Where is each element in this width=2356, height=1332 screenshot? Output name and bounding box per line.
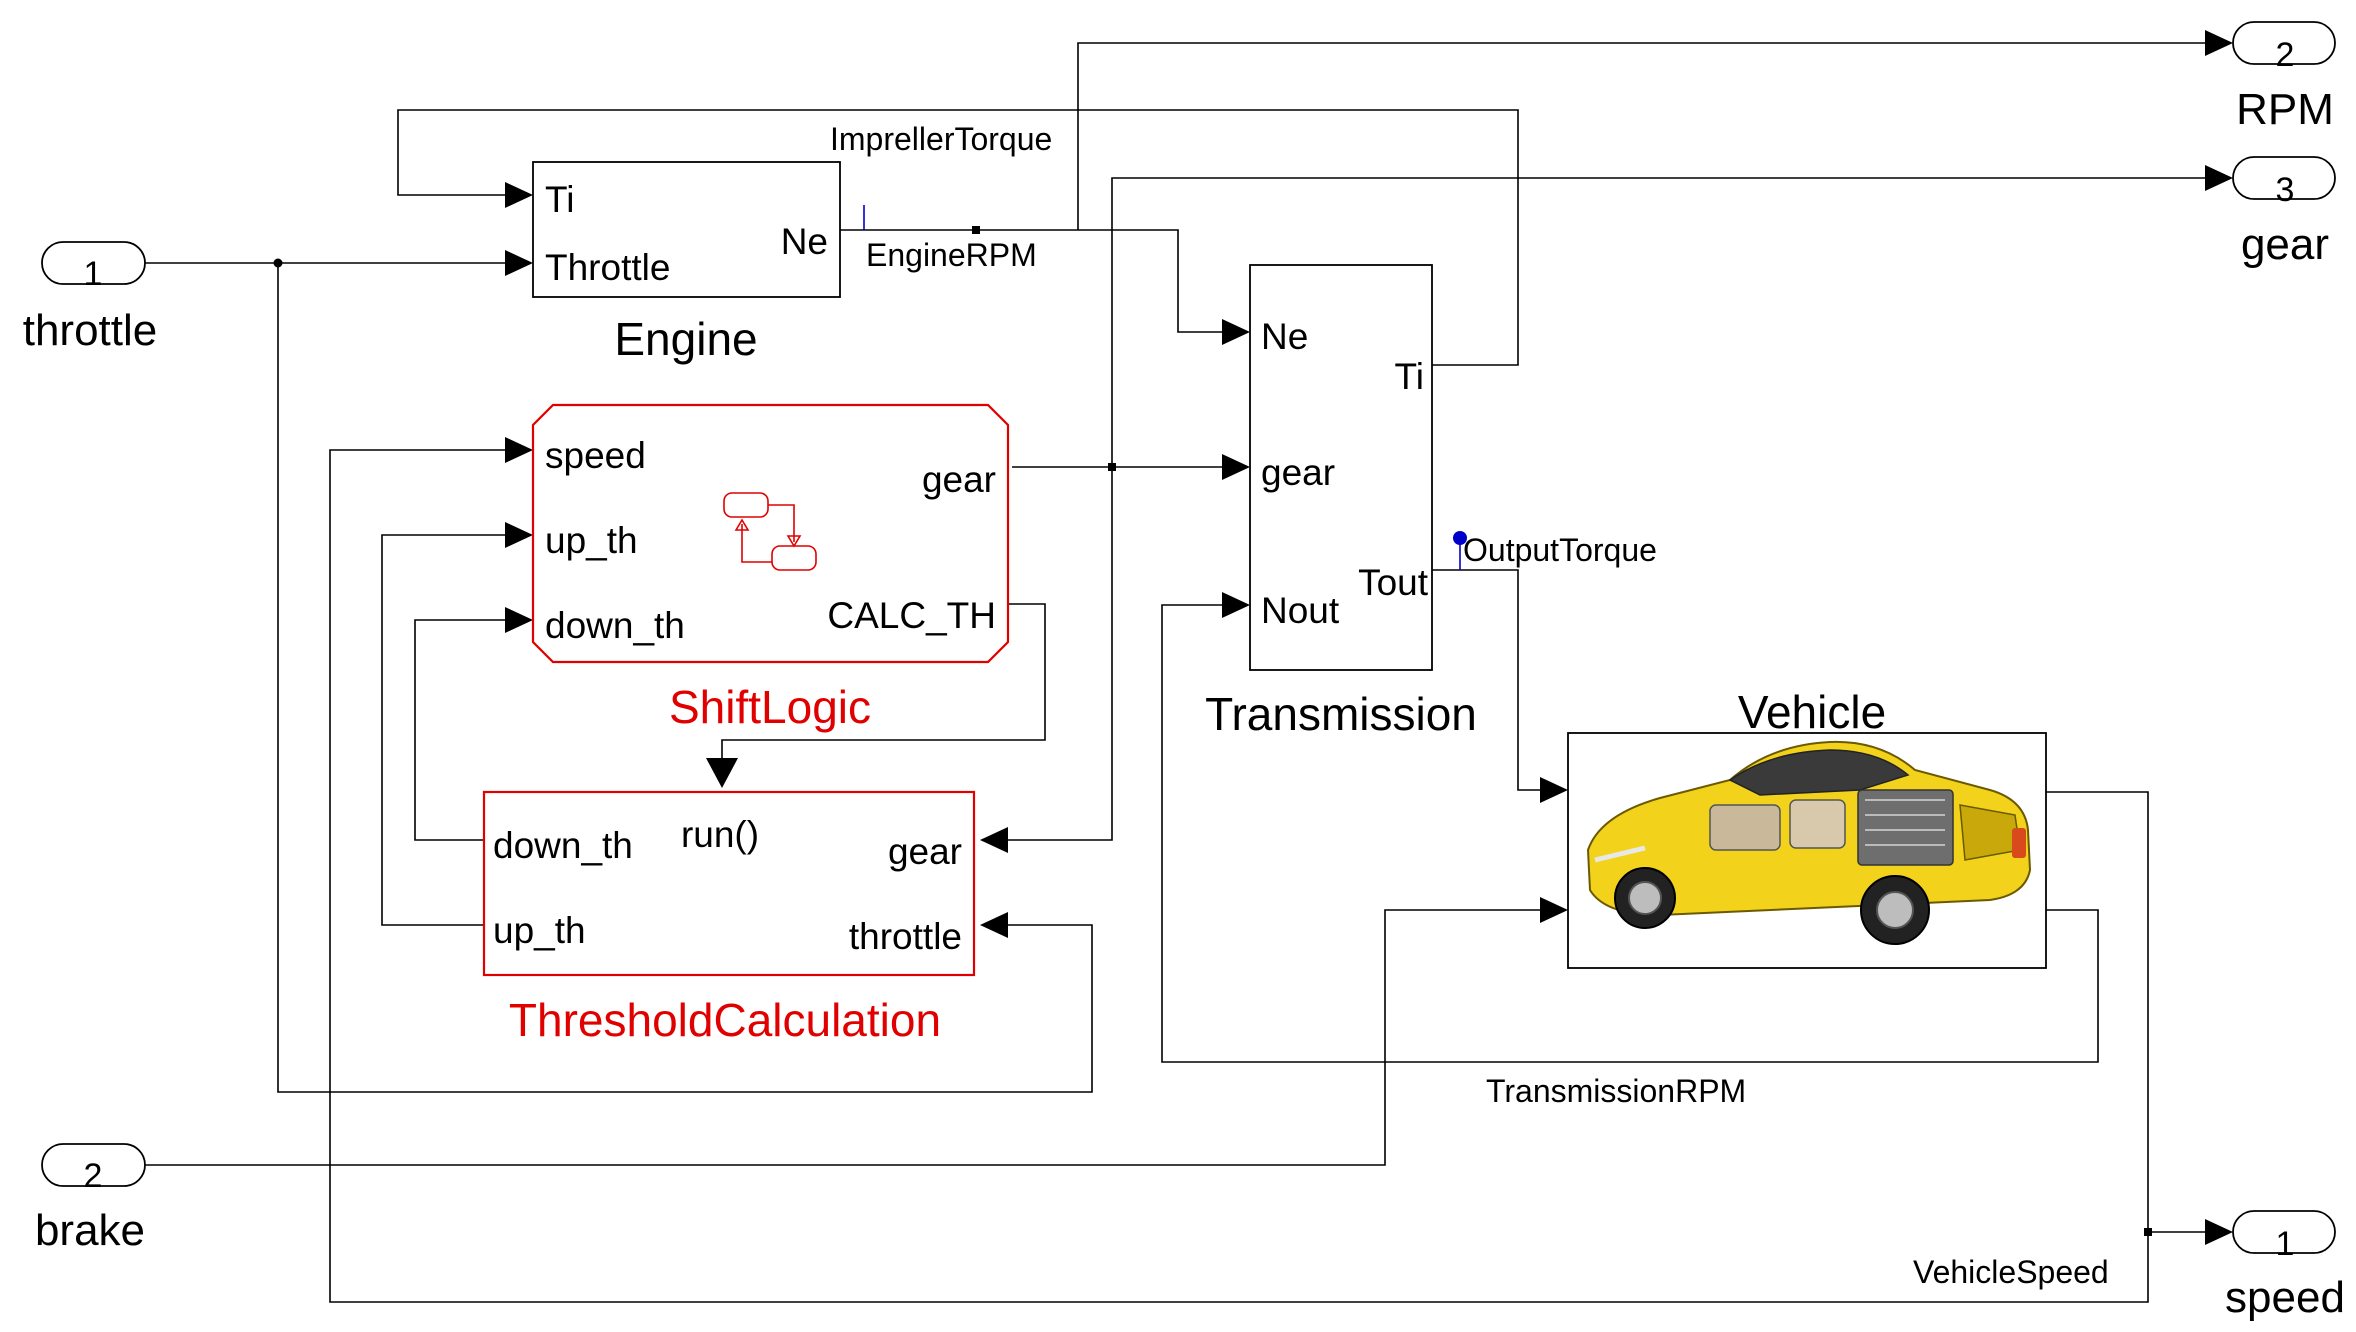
arrowheads: [505, 30, 2233, 1245]
arrow-engine-throttle: [505, 250, 533, 276]
outport-shape[interactable]: [2232, 156, 2336, 200]
wire-transmission-rpm[interactable]: [1161, 604, 2099, 1063]
trans-port-ne: Ne: [1261, 316, 1308, 357]
outport-rpm[interactable]: 2 RPM: [2232, 21, 2336, 134]
wire-down-th[interactable]: [414, 619, 505, 841]
threshold-calculation-block-body[interactable]: [482, 790, 976, 977]
wire-gear-to-threshold[interactable]: [998, 467, 1113, 841]
outport-shape[interactable]: [2232, 1210, 2336, 1254]
trans-port-ti: Ti: [1395, 356, 1424, 397]
arrow-shift-up-th: [505, 522, 533, 548]
inport-shape[interactable]: [41, 241, 146, 285]
shift-port-speed: speed: [545, 435, 646, 476]
arrow-vehicle-torque: [1540, 777, 1568, 803]
threshold-port-down-th: down_th: [493, 825, 633, 866]
inport-throttle[interactable]: 1 throttle: [23, 241, 158, 355]
arrow-trans-ne: [1222, 319, 1250, 345]
wire-calc-th[interactable]: [721, 603, 1046, 758]
trans-port-nout: Nout: [1261, 590, 1340, 631]
engine-port-ti: Ti: [545, 179, 574, 220]
wire-brake[interactable]: [145, 909, 1540, 1166]
wire-up-th[interactable]: [381, 534, 505, 926]
wire-engine-rpm[interactable]: [840, 229, 1222, 333]
shift-port-down-th: down_th: [545, 605, 685, 646]
arrow-shift-speed: [505, 437, 533, 463]
signal-lines: [145, 42, 2205, 1303]
inport-label: throttle: [23, 306, 158, 355]
arrow-trans-nout: [1222, 592, 1250, 618]
wire-throttle-branch[interactable]: [277, 263, 1093, 1093]
arrow-threshold-throttle: [980, 912, 1008, 938]
junction-vehicle-speed: [2144, 1228, 2152, 1236]
transmission-block[interactable]: Ne gear Nout Ti Tout Transmission: [1205, 264, 1477, 740]
inport-shape[interactable]: [41, 1143, 146, 1187]
arrow-out-gear: [2205, 165, 2233, 191]
engine-port-throttle: Throttle: [545, 247, 670, 288]
junction-gear: [1108, 463, 1116, 471]
stateflow-chart-icon: [723, 492, 817, 571]
trans-port-gear: gear: [1261, 452, 1335, 493]
arrow-vehicle-brake: [1540, 897, 1568, 923]
wire-vehicle-speed-feedback[interactable]: [329, 449, 2149, 1303]
threshold-trigger-label: run(): [681, 814, 759, 855]
signal-probe-dot-output-torque: [1453, 531, 1467, 545]
outport-label: RPM: [2236, 85, 2334, 134]
threshold-port-up-th: up_th: [493, 910, 586, 951]
signal-label-impeller-torque: ImprellerTorque: [830, 121, 1052, 157]
junction-engine-rpm: [972, 226, 980, 234]
engine-port-ne: Ne: [781, 221, 828, 262]
signal-labels: ImprellerTorque EngineRPM OutputTorque T…: [830, 121, 2109, 1290]
outport-number: 1: [2276, 1225, 2295, 1263]
arrow-out-rpm: [2205, 30, 2233, 56]
outport-gear[interactable]: 3 gear: [2232, 156, 2336, 269]
shift-logic-block[interactable]: speed up_th down_th gear CALC_TH ShiftLo…: [531, 403, 1010, 733]
wire-engine-rpm-to-rpm-out[interactable]: [1077, 42, 2205, 230]
wire-vehicle-speed[interactable]: [2046, 791, 2205, 1233]
arrow-shift-down-th: [505, 607, 533, 633]
signal-label-transmission-rpm: TransmissionRPM: [1486, 1073, 1746, 1109]
junction-throttle: [273, 258, 283, 268]
outport-label: gear: [2241, 220, 2329, 269]
inport-number: 1: [84, 255, 103, 293]
arrow-out-speed: [2205, 1219, 2233, 1245]
shift-port-gear: gear: [922, 459, 996, 500]
engine-block-body[interactable]: [532, 161, 841, 298]
transmission-block-name: Transmission: [1205, 688, 1477, 740]
threshold-calculation-block-name: ThresholdCalculation: [509, 994, 941, 1046]
outport-number: 2: [2276, 36, 2295, 74]
engine-block-name: Engine: [614, 313, 757, 365]
outport-shape[interactable]: [2232, 21, 2336, 65]
vehicle-block[interactable]: Vehicle: [1567, 686, 2047, 969]
threshold-port-gear: gear: [888, 831, 962, 872]
transmission-block-body[interactable]: [1249, 264, 1433, 671]
shift-port-up-th: up_th: [545, 520, 638, 561]
vehicle-block-name: Vehicle: [1738, 686, 1886, 738]
shift-port-calc-th: CALC_TH: [827, 595, 996, 636]
arrow-threshold-gear: [980, 827, 1008, 853]
signal-label-engine-rpm: EngineRPM: [866, 237, 1037, 273]
shift-logic-block-body[interactable]: [531, 403, 1010, 664]
signal-label-vehicle-speed: VehicleSpeed: [1913, 1254, 2109, 1290]
threshold-calculation-block[interactable]: run() down_th up_th gear throttle Thresh…: [482, 790, 976, 1046]
inport-brake[interactable]: 2 brake: [35, 1143, 146, 1255]
threshold-port-throttle: throttle: [849, 916, 962, 957]
arrow-engine-ti: [505, 182, 533, 208]
inport-number: 2: [84, 1157, 103, 1195]
trans-port-tout: Tout: [1358, 562, 1429, 603]
signal-label-output-torque: OutputTorque: [1463, 532, 1657, 568]
arrow-trans-gear: [1222, 454, 1250, 480]
inport-label: brake: [35, 1206, 145, 1255]
shift-logic-block-name: ShiftLogic: [669, 681, 871, 733]
outport-speed[interactable]: 1 speed: [2225, 1210, 2345, 1322]
wire-gear-to-gear-out[interactable]: [1111, 177, 2205, 467]
engine-block[interactable]: Ti Throttle Ne Engine: [532, 161, 841, 365]
car-cutaway-icon: [1586, 740, 2032, 945]
outport-number: 3: [2276, 171, 2295, 209]
wire-impeller-torque[interactable]: [397, 109, 1519, 366]
outport-label: speed: [2225, 1273, 2345, 1322]
arrow-threshold-trigger: [706, 758, 738, 788]
wire-output-torque[interactable]: [1432, 569, 1540, 791]
